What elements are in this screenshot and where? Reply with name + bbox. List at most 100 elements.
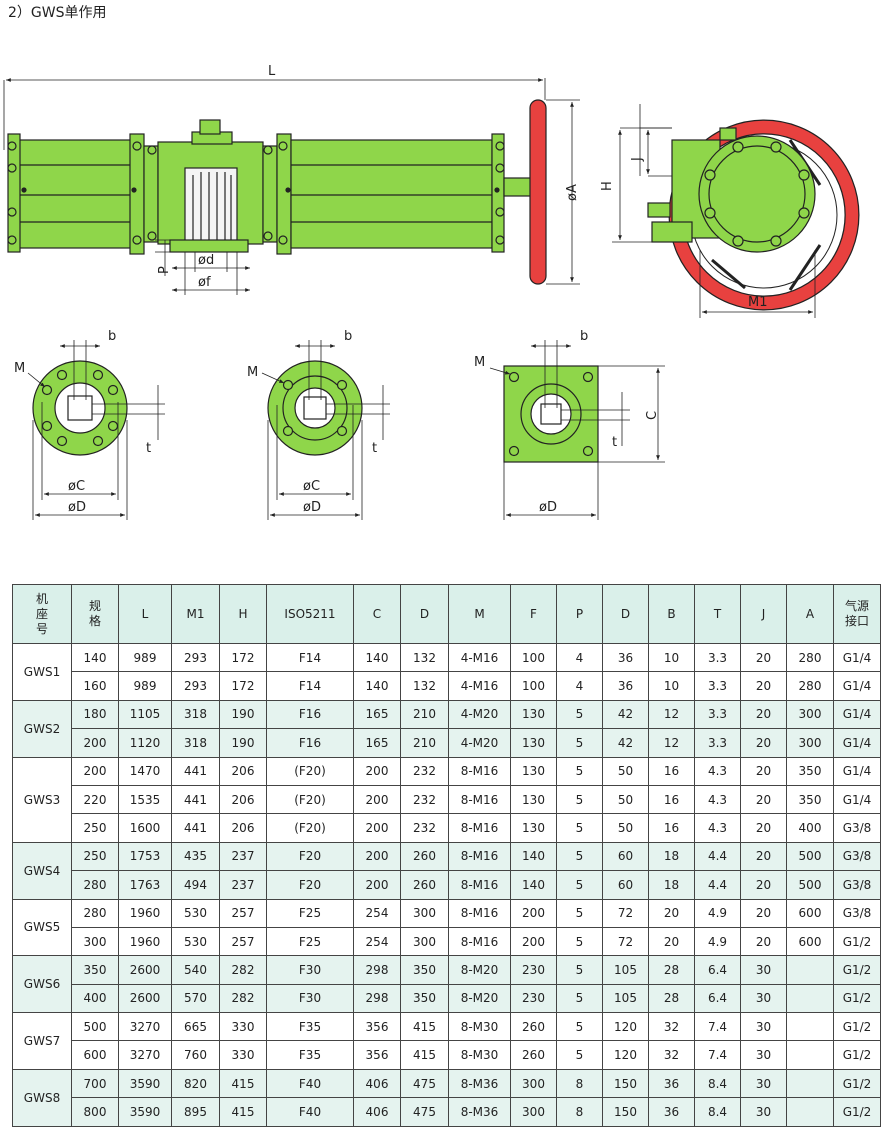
table-cell: 8-M30: [448, 1040, 511, 1070]
label-C-2: øC: [303, 479, 320, 494]
table-cell: 8-M16: [448, 870, 511, 900]
column-header: T: [694, 584, 741, 644]
table-cell: 257: [219, 898, 267, 928]
table-cell: 435: [171, 841, 220, 872]
table-cell: 30: [740, 1040, 787, 1070]
table-cell: 3590: [118, 1068, 172, 1099]
table-cell: 260: [510, 1040, 557, 1070]
table-cell: 12: [648, 728, 695, 758]
table-cell: 441: [171, 756, 220, 786]
table-cell: F14: [266, 671, 354, 701]
table-cell: F16: [266, 699, 354, 730]
table-cell: F20: [266, 870, 354, 900]
table-cell: 5: [556, 1012, 603, 1042]
table-cell: G1/4: [833, 728, 881, 758]
table-cell: 36: [648, 1097, 695, 1127]
table-cell: 1535: [118, 784, 172, 815]
table-cell: 130: [510, 756, 557, 786]
table-cell: 150: [602, 1068, 649, 1099]
table-cell: 20: [740, 728, 787, 758]
table-cell: 1105: [118, 699, 172, 730]
model-cell: GWS8: [12, 1068, 72, 1127]
table-cell: 206: [219, 756, 267, 786]
table-cell: 280: [71, 898, 119, 928]
label-f: øf: [198, 275, 211, 290]
table-cell: 257: [219, 926, 267, 957]
label-M1: M1: [748, 295, 768, 310]
label-b-3: b: [580, 329, 588, 344]
table-cell: [786, 983, 834, 1014]
column-header: 气源接口: [833, 584, 881, 644]
table-cell: 500: [71, 1012, 119, 1042]
table-cell: 130: [510, 699, 557, 730]
table-cell: 100: [510, 671, 557, 701]
table-cell: 760: [171, 1040, 220, 1070]
table-cell: 50: [602, 784, 649, 815]
table-cell: 5: [556, 728, 603, 758]
table-cell: 570: [171, 983, 220, 1014]
table-cell: 1120: [118, 728, 172, 758]
table-cell: 282: [219, 955, 267, 985]
table-cell: 20: [740, 870, 787, 900]
table-cell: 132: [400, 671, 449, 701]
model-cell: GWS6: [12, 955, 72, 1014]
table-cell: G1/2: [833, 1068, 881, 1099]
table-cell: 20: [648, 926, 695, 957]
table-cell: 260: [400, 870, 449, 900]
table-cell: 820: [171, 1068, 220, 1099]
table-cell: 415: [400, 1040, 449, 1070]
table-cell: 260: [510, 1012, 557, 1042]
flange-view-8-hole: [27, 340, 165, 520]
table-cell: 665: [171, 1012, 220, 1042]
table-cell: 20: [740, 642, 787, 673]
table-cell: 4-M16: [448, 671, 511, 701]
table-cell: 300: [786, 728, 834, 758]
table-cell: F25: [266, 898, 354, 928]
table-cell: 415: [219, 1097, 267, 1127]
label-C-3: C: [645, 411, 660, 420]
table-cell: 7.4: [694, 1012, 741, 1042]
table-cell: 16: [648, 784, 695, 815]
table-cell: 8-M16: [448, 813, 511, 843]
table-cell: 8-M16: [448, 756, 511, 786]
table-cell: 18: [648, 841, 695, 872]
table-cell: 330: [219, 1012, 267, 1042]
table-cell: 350: [400, 955, 449, 985]
table-cell: 280: [71, 870, 119, 900]
table-cell: 16: [648, 756, 695, 786]
label-M-2: M: [247, 365, 258, 380]
table-cell: 232: [400, 784, 449, 815]
table-cell: 206: [219, 784, 267, 815]
table-cell: 42: [602, 728, 649, 758]
column-header: F: [510, 584, 557, 644]
column-header: D: [602, 584, 649, 644]
column-header: 规格: [71, 584, 119, 644]
table-cell: 356: [353, 1012, 401, 1042]
table-cell: F35: [266, 1040, 354, 1070]
table-cell: 298: [353, 955, 401, 985]
table-cell: 280: [786, 642, 834, 673]
table-cell: [786, 1012, 834, 1042]
table-cell: G3/8: [833, 898, 881, 928]
table-cell: 140: [353, 671, 401, 701]
table-cell: 1960: [118, 898, 172, 928]
table-cell: 1470: [118, 756, 172, 786]
technical-drawing: L øA ød øf P H J M1 b b b M M M t t t øC…: [3, 64, 860, 520]
table-cell: 441: [171, 813, 220, 843]
table-cell: 237: [219, 841, 267, 872]
table-cell: 32: [648, 1040, 695, 1070]
table-cell: 4.4: [694, 870, 741, 900]
table-cell: 8-M16: [448, 926, 511, 957]
table-cell: 5: [556, 841, 603, 872]
table-cell: 30: [740, 1012, 787, 1042]
table-cell: 18: [648, 870, 695, 900]
